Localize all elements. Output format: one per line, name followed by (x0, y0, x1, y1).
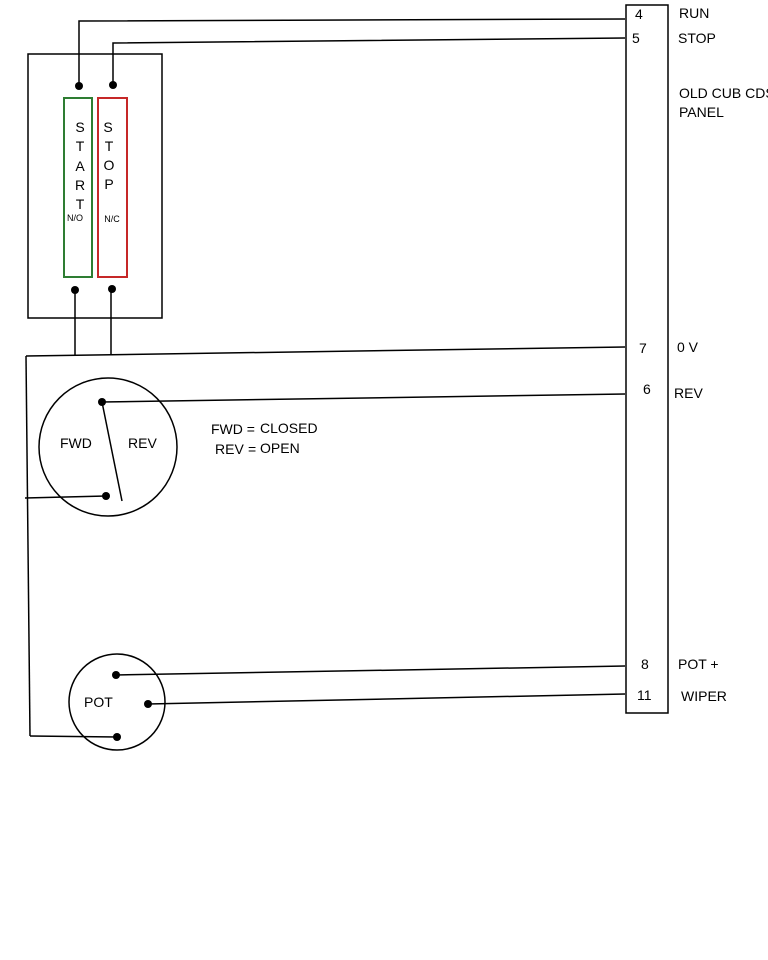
start-letter-s: S (75, 119, 84, 135)
panel-title-line2: PANEL (679, 104, 724, 120)
wire-0v-left-riser (25, 355, 31, 737)
selector-rev-label: REV (128, 435, 157, 451)
stop-contact-type: N/C (104, 214, 120, 224)
wire-0v-common (25, 346, 626, 357)
legend-rev-key: REV (215, 441, 244, 457)
wire-rev (101, 393, 626, 403)
legend-fwd-key: FWD = (211, 421, 255, 437)
terminal-label-run: RUN (679, 5, 709, 21)
wire-selector-0v (24, 495, 107, 499)
terminal-number-6: 6 (643, 381, 651, 397)
terminal-number-4: 4 (635, 6, 643, 22)
selector-switch (38, 377, 178, 517)
stop-button (97, 97, 128, 278)
wire-pot-plus (115, 665, 626, 676)
start-contact-type: N/O (67, 213, 83, 223)
legend-fwd-value: CLOSED (260, 420, 318, 436)
terminal-number-8: 8 (641, 656, 649, 672)
stop-bottom-terminal (108, 285, 116, 293)
selector-fwd-label: FWD (60, 435, 92, 451)
stop-letter-p: P (104, 176, 113, 192)
start-letter-t2: T (76, 196, 85, 212)
pot-label: POT (84, 694, 113, 710)
wire-pot-wiper (147, 693, 626, 705)
panel-title-line1: OLD CUB CDS (679, 85, 768, 101)
panel-terminal-strip (625, 4, 669, 714)
terminal-label-pot-plus: POT + (678, 656, 719, 672)
terminal-number-5: 5 (632, 30, 640, 46)
terminal-label-wiper: WIPER (681, 688, 727, 704)
legend-rev-value: OPEN (260, 440, 300, 456)
potentiometer (68, 653, 166, 751)
wire-run (78, 18, 626, 86)
terminal-number-7: 7 (639, 340, 647, 356)
stop-top-terminal (109, 81, 117, 89)
wire-stop (112, 37, 626, 85)
legend-rev-eq: = (248, 441, 256, 457)
start-top-terminal (75, 82, 83, 90)
pushbutton-enclosure (27, 53, 163, 319)
stop-letter-o: O (104, 157, 115, 173)
start-letter-r: R (75, 177, 85, 193)
stop-letter-s: S (103, 119, 112, 135)
terminal-number-11: 11 (637, 687, 652, 703)
selector-lever (101, 401, 123, 502)
start-letter-a: A (75, 158, 85, 174)
terminal-label-rev: REV (674, 385, 703, 401)
stop-letter-t: T (105, 138, 114, 154)
terminal-label-0v: 0 V (677, 339, 699, 355)
start-button (63, 97, 93, 278)
terminal-label-stop: STOP (678, 30, 716, 46)
start-letter-t: T (76, 138, 85, 154)
wire-pot-0v (29, 735, 118, 738)
